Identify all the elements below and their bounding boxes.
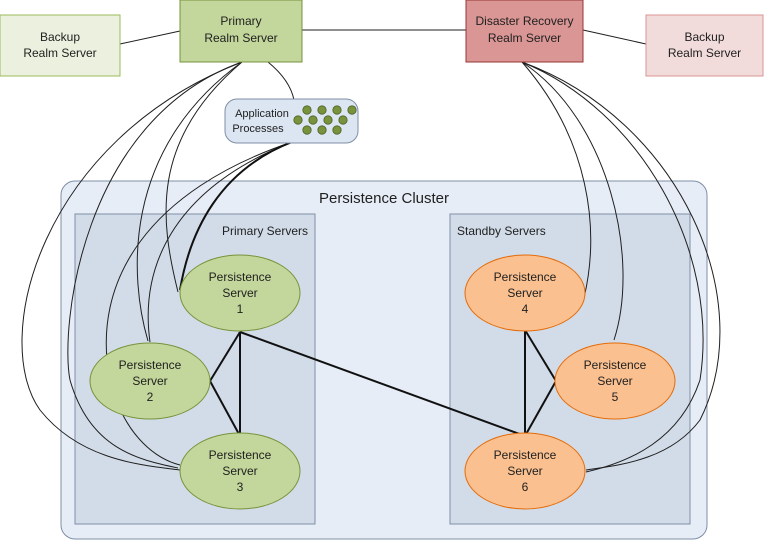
persistence-server-shape — [464, 254, 586, 332]
link-dr-ps5 — [521, 61, 624, 341]
persistence-server-label: Persistence — [209, 270, 272, 284]
persistence-server-label: Persistence — [494, 448, 557, 462]
link-primary-ps3b — [21, 61, 243, 471]
link-dr-backup — [582, 29, 647, 45]
persistence-server-label: Persistence — [119, 358, 182, 372]
process-dot — [302, 105, 312, 115]
process-dot — [332, 105, 342, 115]
process-dots — [293, 105, 357, 135]
persistence-server-shape — [179, 432, 301, 510]
process-dot — [323, 115, 333, 125]
primary-servers-label: Primary Servers — [222, 224, 308, 238]
link-ps1-ps2 — [209, 331, 241, 382]
link-ps4-ps5 — [524, 329, 557, 382]
persistence-server-label: Persistence — [494, 270, 557, 284]
link-ps1-ps6 — [239, 331, 526, 437]
link-dr-ps4 — [521, 61, 592, 299]
standby-servers-label: Standby Servers — [457, 224, 546, 238]
realm-connections — [21, 29, 721, 473]
persistence-server-shape — [554, 342, 676, 420]
app-line1: Application — [235, 108, 289, 120]
backup-realm-server-right: Backup Realm Server — [645, 14, 764, 77]
link-primary-ps3 — [67, 61, 243, 469]
persistence-server-label: Persistence — [209, 448, 272, 462]
persistence-server-shape — [179, 254, 301, 332]
process-dot — [338, 115, 348, 125]
persistence-server-label: 6 — [522, 480, 529, 494]
link-backup-primary — [119, 30, 181, 45]
persistence-server-shape — [464, 432, 586, 510]
disaster-recovery-realm-server: Disaster Recovery Realm Server — [465, 0, 584, 63]
persistence-servers: PersistenceServer1PersistenceServer2Pers… — [89, 254, 676, 510]
process-dot — [332, 125, 342, 135]
primary-line2: Realm Server — [204, 31, 277, 45]
process-dot — [293, 115, 303, 125]
app-line2: Processes — [232, 123, 284, 135]
link-app-ps1 — [179, 141, 293, 291]
application-processes: Application Processes — [224, 98, 359, 144]
persistence-server-label: Persistence — [584, 358, 647, 372]
persistence-server-label: Server — [132, 374, 167, 388]
process-dot — [317, 105, 327, 115]
primary-line1: Primary — [220, 14, 261, 28]
link-ps5-ps6 — [524, 380, 557, 437]
persistence-server-label: 3 — [237, 480, 244, 494]
link-dr-ps6b — [521, 61, 704, 473]
dr-line2: Realm Server — [488, 31, 561, 45]
backup-realm-server-left: Backup Realm Server — [0, 14, 121, 77]
link-primary-ps1 — [165, 61, 243, 293]
link-app-ps3 — [105, 141, 293, 466]
link-primary-app — [267, 61, 295, 101]
process-dot — [347, 105, 357, 115]
link-primary-ps2 — [136, 61, 243, 342]
persistence-server-label: Server — [222, 464, 257, 478]
link-ps2-ps3 — [209, 380, 241, 437]
persistence-cluster-title: Persistence Cluster — [319, 190, 449, 207]
persistence-server-label: 4 — [522, 302, 529, 316]
link-dr-ps6 — [521, 61, 721, 471]
dr-line1: Disaster Recovery — [475, 14, 573, 28]
persistence-server-label: 5 — [612, 390, 619, 404]
link-app-ps2 — [147, 141, 293, 343]
persistence-server-label: Server — [507, 286, 542, 300]
persistence-server-label: 1 — [237, 302, 244, 316]
process-dot — [317, 125, 327, 135]
backup-right-line2: Realm Server — [668, 46, 741, 60]
backup-left-line1: Backup — [40, 30, 80, 44]
primary-realm-server: Primary Realm Server — [179, 0, 303, 63]
process-dot — [302, 125, 312, 135]
persistence-server-shape — [89, 342, 211, 420]
persistence-server-label: Server — [222, 286, 257, 300]
persistence-server-label: 2 — [147, 390, 154, 404]
backup-right-line1: Backup — [684, 30, 724, 44]
cluster-links — [179, 141, 557, 437]
process-dot — [308, 115, 318, 125]
persistence-server-label: Server — [507, 464, 542, 478]
persistence-server-label: Server — [597, 374, 632, 388]
backup-left-line2: Realm Server — [23, 46, 96, 60]
